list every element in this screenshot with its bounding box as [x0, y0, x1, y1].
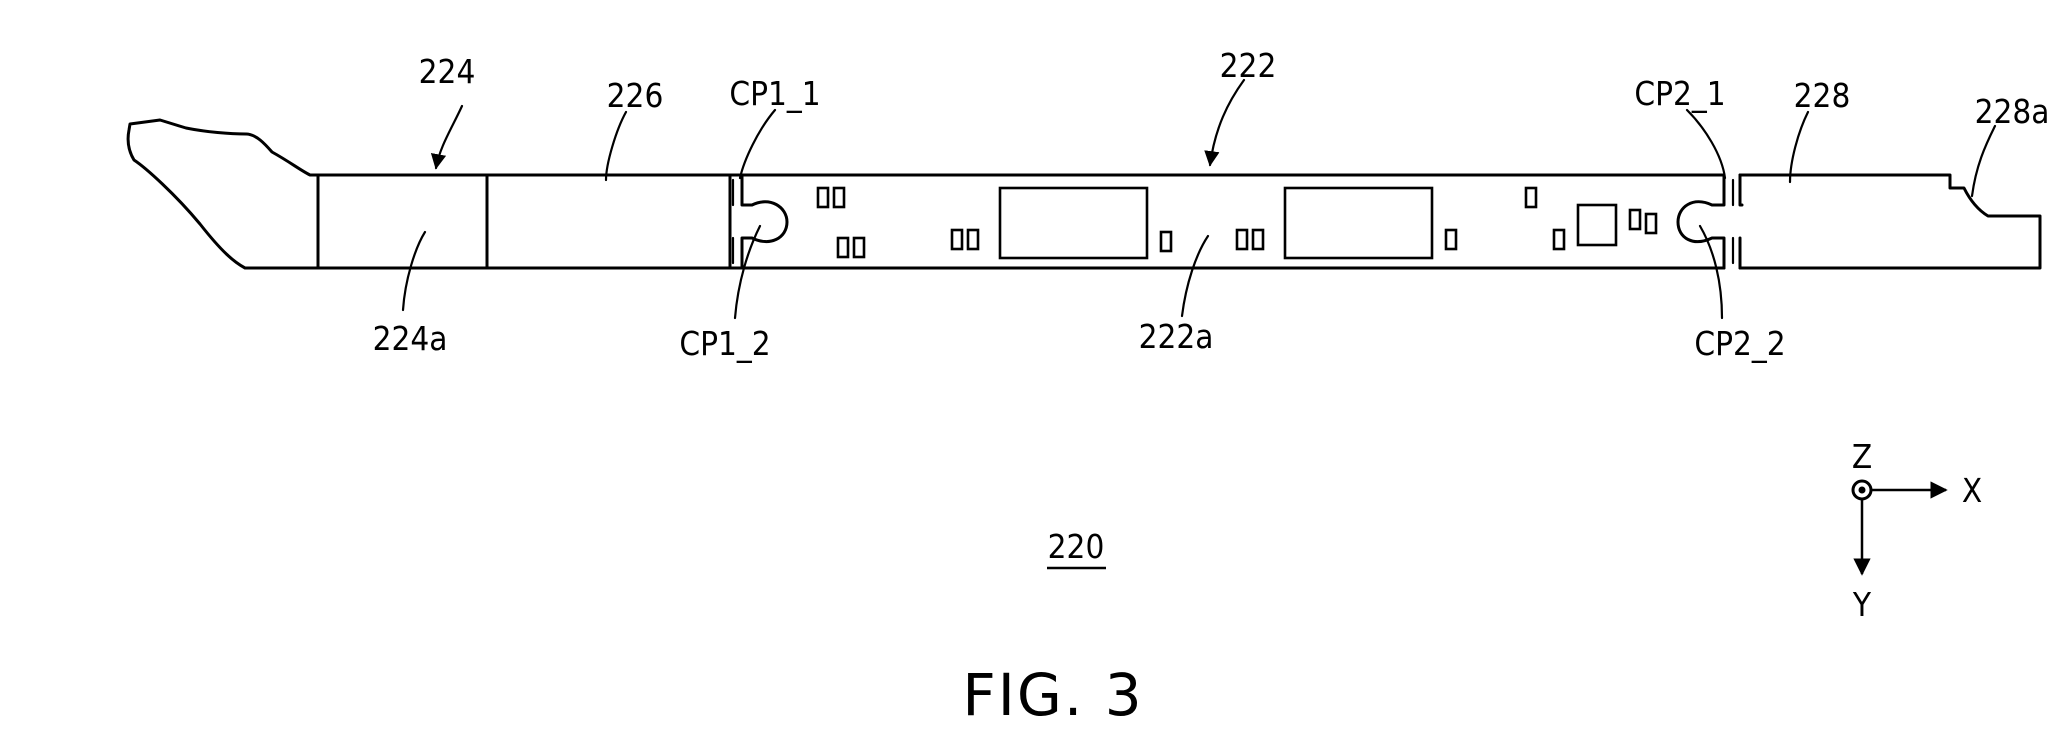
figure-caption: FIG. 3 — [962, 661, 1143, 729]
axis-label-y: Y — [1852, 585, 1872, 624]
component-small — [838, 238, 848, 257]
z-axis-dot-icon — [1859, 487, 1866, 494]
leader-228a — [1972, 126, 1995, 196]
leader-228 — [1790, 112, 1808, 182]
component-small — [1446, 230, 1456, 249]
leader-222-arrow — [1210, 80, 1244, 165]
board-222 — [730, 175, 1733, 268]
chip-large-1 — [1000, 188, 1147, 258]
component-small — [1630, 210, 1640, 229]
reference-labels: 224 226 224a CP1_1 CP1_2 222 222a CP2_1 … — [373, 46, 2050, 568]
component-square — [1578, 205, 1616, 245]
component-small — [1161, 232, 1171, 251]
leader-224-arrow — [436, 106, 462, 168]
part-224 — [128, 120, 730, 268]
label-cp1-1: CP1_1 — [729, 74, 820, 113]
component-small — [1253, 230, 1263, 249]
axis-label-z: Z — [1852, 437, 1872, 476]
label-228a: 228a — [1975, 92, 2050, 131]
leader-222a — [1182, 236, 1208, 316]
label-cp1-2: CP1_2 — [679, 324, 770, 363]
label-224a: 224a — [373, 319, 448, 358]
leader-cp1-1 — [740, 110, 775, 178]
label-224: 224 — [419, 52, 476, 91]
label-228: 228 — [1794, 76, 1851, 115]
label-222: 222 — [1220, 46, 1277, 85]
axis-label-x: X — [1962, 471, 1982, 510]
label-220: 220 — [1048, 527, 1105, 566]
component-small — [854, 238, 864, 257]
label-226: 226 — [607, 76, 664, 115]
leader-224a — [403, 232, 425, 310]
board-components — [818, 188, 1656, 258]
component-small — [834, 188, 844, 207]
part-228 — [1740, 175, 2040, 268]
component-small — [1526, 188, 1536, 207]
label-222a: 222a — [1139, 317, 1214, 356]
component-small — [1237, 230, 1247, 249]
component-small — [968, 230, 978, 249]
component-small — [1646, 214, 1656, 233]
chip-large-2 — [1285, 188, 1432, 258]
component-small — [1554, 230, 1564, 249]
leader-cp2-1 — [1687, 110, 1725, 178]
label-cp2-1: CP2_1 — [1634, 74, 1725, 113]
leader-226 — [606, 112, 626, 180]
component-small — [818, 188, 828, 207]
leader-lines — [403, 80, 1995, 318]
component-small — [952, 230, 962, 249]
coordinate-axes: Z X Y — [1852, 437, 1982, 624]
label-cp2-2: CP2_2 — [1694, 324, 1785, 363]
